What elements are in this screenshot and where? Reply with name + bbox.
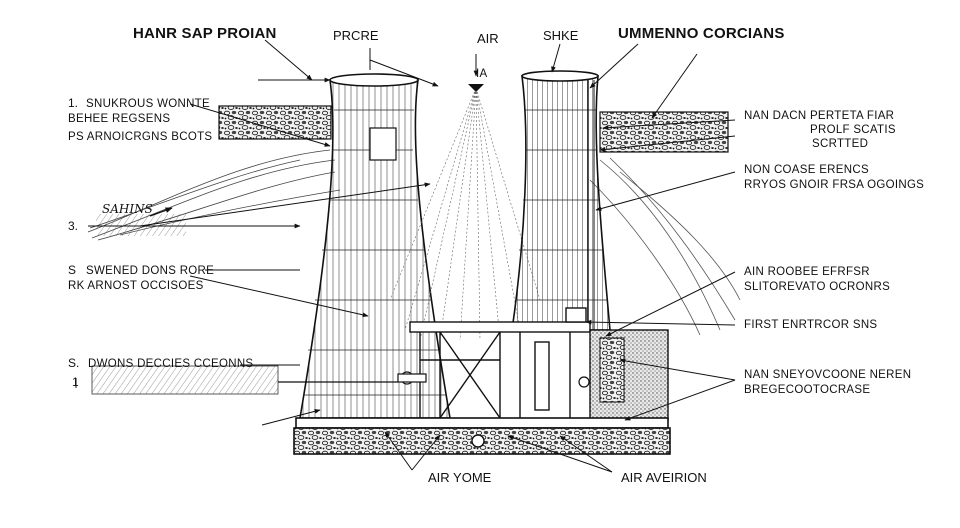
left-hatched-patch [91, 365, 279, 395]
right-note-3-line-1: AIN ROOBEE EFRFSR [744, 266, 870, 278]
note-1-line-3: PS ARNOICRGNS BCOTS [68, 131, 213, 143]
note-1-line-2: BEHEE REGSENS [68, 113, 171, 125]
air-flow-arrow [149, 207, 173, 217]
note-s-line-2: RK ARNOST OCCISOES [68, 280, 204, 292]
right-note-1-line-1: NAN DACN PERTETA FIAR [744, 110, 895, 122]
drain-pipe [471, 434, 485, 448]
label-air-home: AIR YOME [428, 470, 492, 485]
left-marker: 1 [72, 375, 79, 389]
nozzle [468, 84, 484, 92]
right-note-2-line-2: RRYOS GNOIR FRSA OGOINGS [744, 179, 925, 191]
label-nozzle: IA [476, 68, 488, 80]
note-1-number: 1. [68, 96, 79, 110]
base-slab [295, 417, 669, 429]
note-s2-line-1: DWONS DECCIES CCEONNS [88, 358, 254, 370]
left-tower [299, 73, 451, 419]
support-frame [409, 307, 591, 419]
note-s-number: S [68, 263, 77, 277]
note-3-number: 3. [68, 219, 79, 233]
right-note-4-line-1: FIRST ENRTRCOR SNS [744, 319, 878, 331]
right-note-5-line-2: BREGECOOTOCRASE [744, 384, 871, 396]
title-right: UMMENNO CORCIANS [618, 25, 785, 42]
left-hatched-patch-upper [96, 214, 186, 236]
right-note-1-line-3: SCRTTED [812, 138, 869, 150]
right-note-1-line-2: PROLF SCATIS [810, 124, 896, 136]
title-left: HANR SAP PROIAN [133, 25, 277, 42]
note-s-line-1: SWENED DONS RORE [86, 265, 215, 277]
script-note: SAHINS [102, 202, 153, 216]
note-s2-number: S. [68, 356, 80, 370]
label-air: AIR [477, 31, 499, 46]
note-1-line-1: SNUKROUS WONNTE [86, 98, 210, 110]
leader-lines [75, 39, 736, 473]
right-note-3-line-2: SLITOREVATO OCRONRS [744, 281, 891, 293]
terrain-curves-right [589, 157, 741, 336]
right-tower [511, 70, 611, 331]
valve-assembly [278, 371, 590, 388]
right-note-2-line-1: NON COASE ERENCS [744, 164, 869, 176]
right-note-5-line-1: NAN SNEYOVCOONE NEREN [744, 369, 912, 381]
label-air-aveirion: AIR AVEIRION [621, 470, 707, 485]
upper-gravel-band [218, 105, 729, 153]
label-pipe: PRCRE [333, 28, 379, 43]
label-shke: SHKE [543, 28, 579, 43]
right-pit [599, 337, 625, 403]
